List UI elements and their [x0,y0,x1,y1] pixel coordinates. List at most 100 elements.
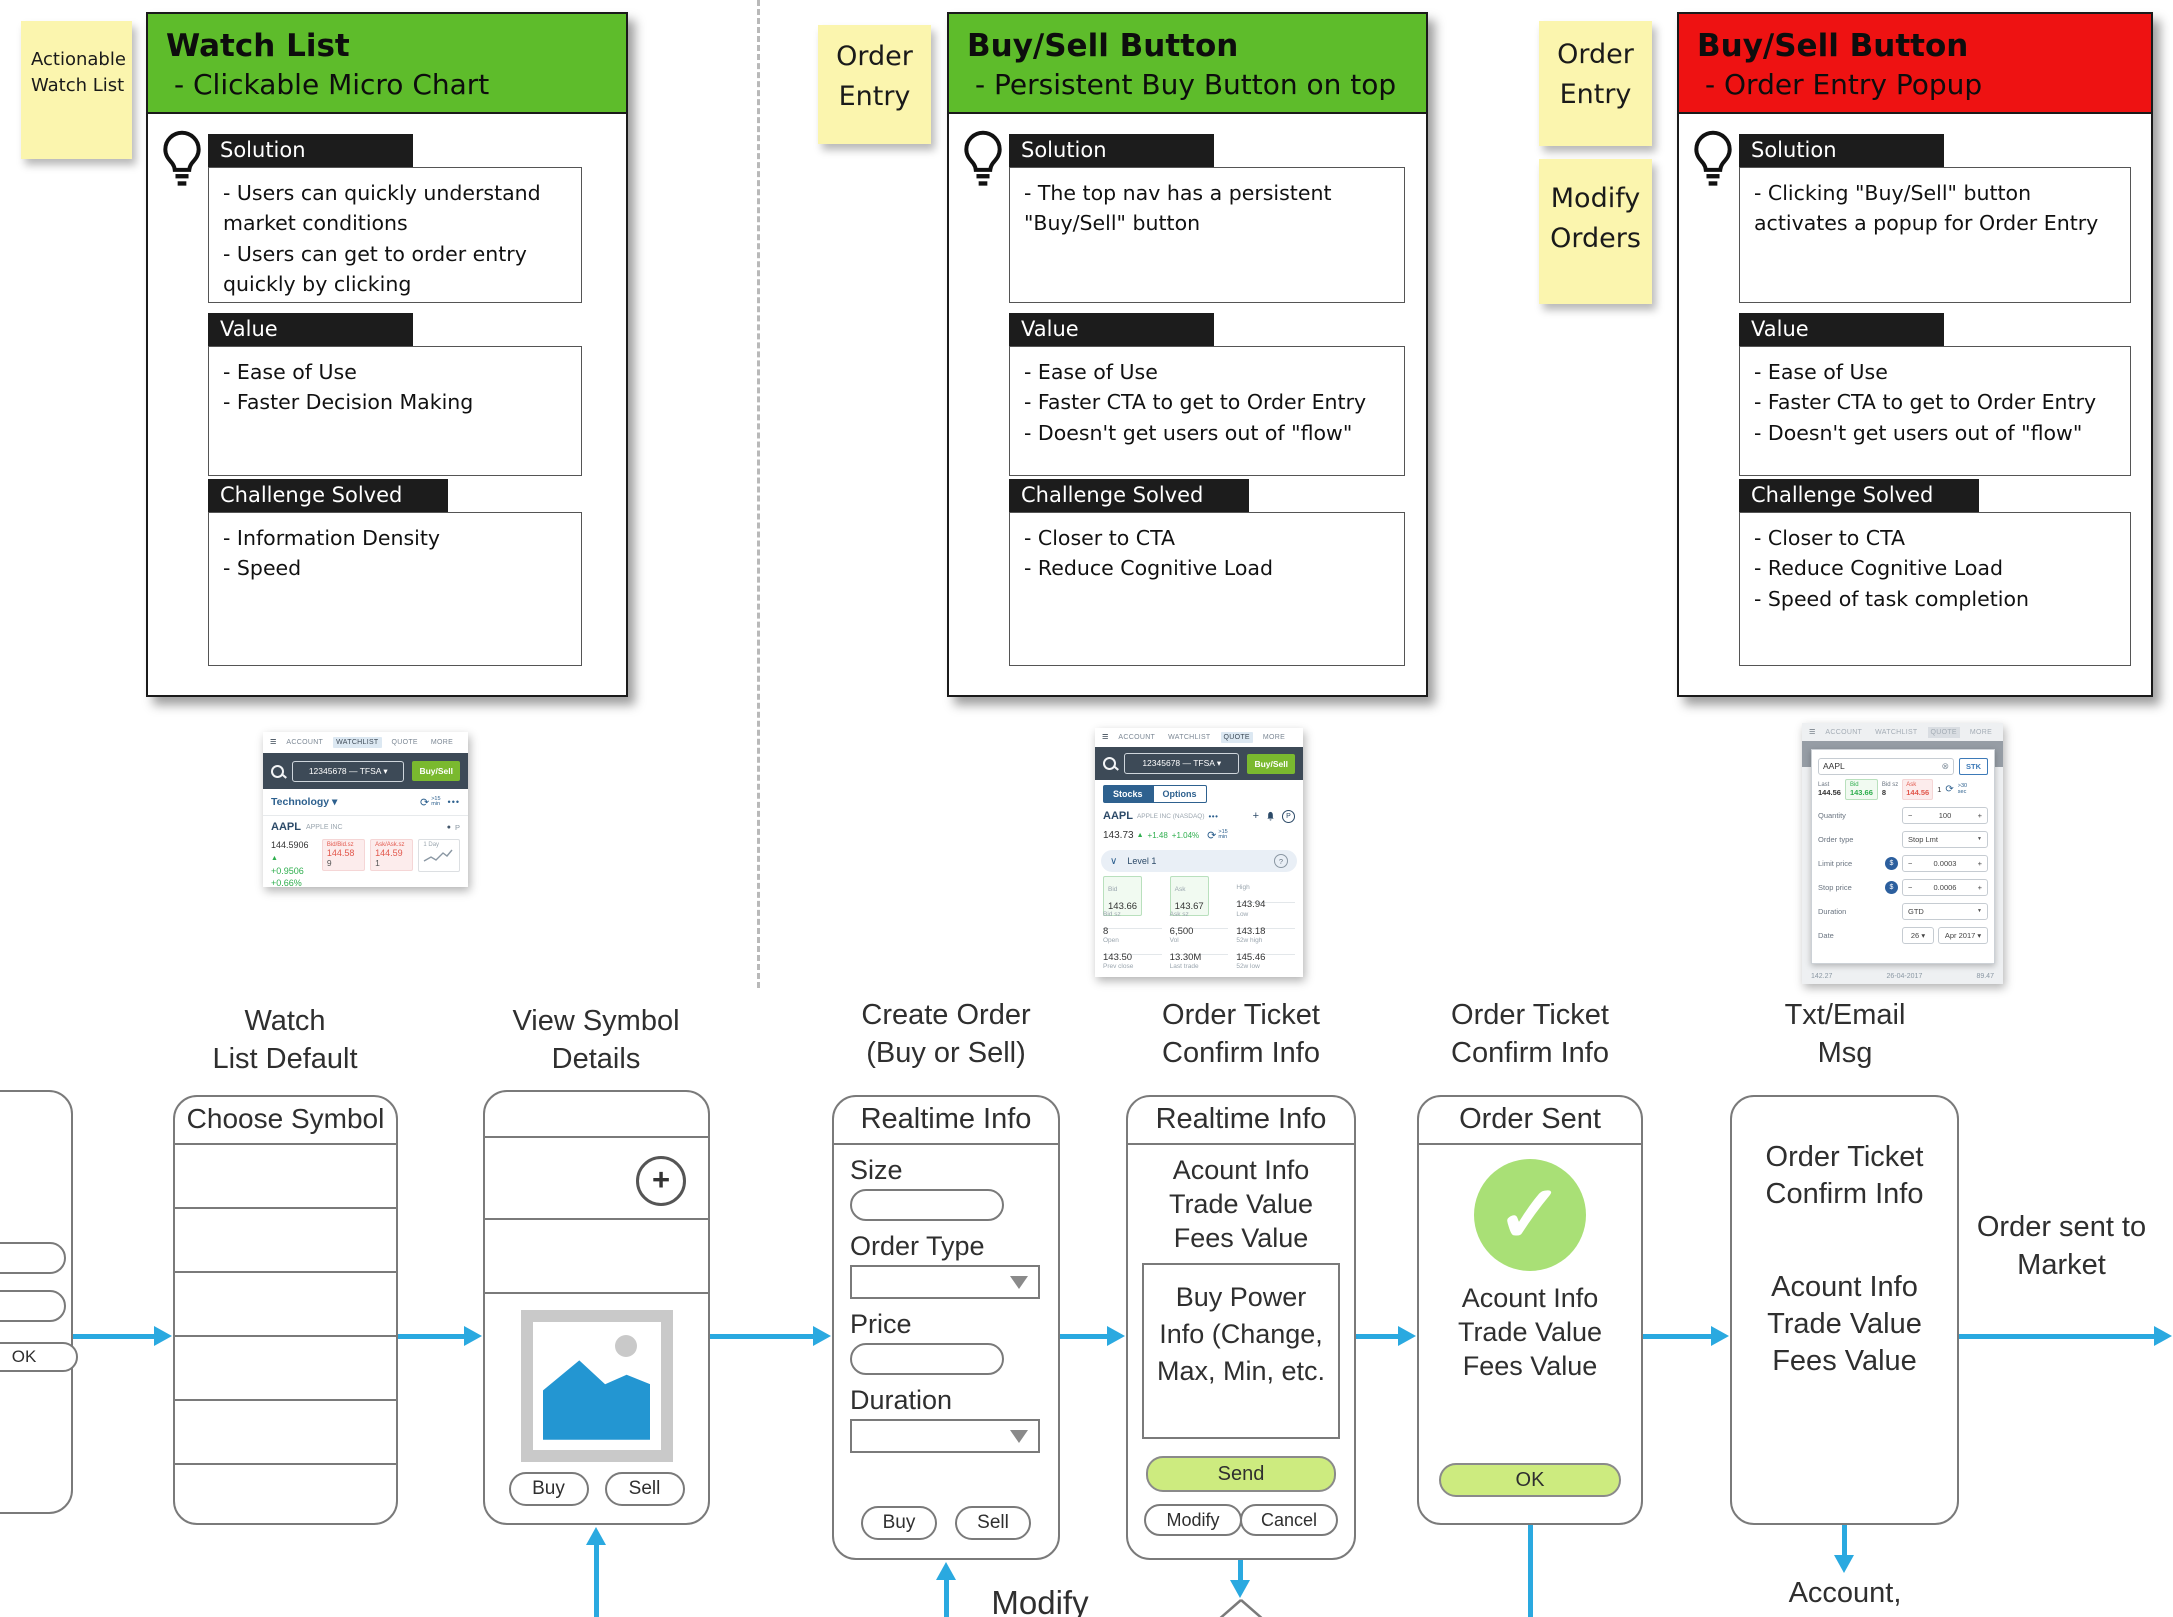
bell-icon[interactable]: ● [446,823,451,831]
sticky-line: Entry [1559,79,1632,110]
order-type-select[interactable] [850,1265,1040,1299]
send-button[interactable]: Send [1146,1456,1336,1492]
nav-more[interactable]: MORE [430,739,454,746]
hamburger-icon[interactable]: ≡ [1102,731,1109,743]
nav-watchlist[interactable]: WATCHLIST [1168,734,1211,741]
limit-price-stepper[interactable]: −0.0003+ [1902,854,1988,872]
p-badge-icon: P [1282,809,1295,823]
watchlist-row[interactable] [175,1273,396,1337]
section-label-value: Value [1009,313,1214,346]
nav-account[interactable]: ACCOUNT [1118,734,1156,741]
size-input[interactable] [850,1189,1004,1221]
nav-watchlist[interactable]: WATCHLIST [333,737,382,748]
sector-filter[interactable]: Technology ▾ [271,796,338,808]
nav-account[interactable]: ACCOUNT [286,739,324,746]
order-sent-header: Order Sent [1419,1097,1641,1145]
pill-input[interactable] [0,1242,66,1274]
buy-button[interactable]: Buy [861,1506,937,1540]
price-input[interactable] [850,1343,1004,1375]
level1-bar[interactable]: ∨ Level 1 ? [1101,850,1297,872]
dollar-icon[interactable]: $ [1885,856,1898,870]
symbol: AAPL [1103,810,1133,822]
refresh-icon[interactable]: ⟳ [1945,784,1954,795]
watchlist-row[interactable] [175,1337,396,1401]
bullet: - Ease of Use [1754,360,1888,384]
nav-quote[interactable]: QUOTE [1220,732,1253,743]
search-icon[interactable] [1103,757,1116,770]
caret-down-icon [1010,1276,1028,1289]
micro-chart[interactable]: 1 Day [418,839,460,872]
account-select[interactable]: 12345678 — TFSA ▾ [1124,753,1240,774]
account-select[interactable]: 12345678 — TFSA ▾ [292,760,405,782]
symbol-input[interactable]: AAPL⊗ [1818,757,1954,775]
quantity-stepper[interactable]: −100+ [1902,806,1988,824]
buy-sell-button[interactable]: Buy/Sell [1247,753,1295,774]
cancel-button[interactable]: Cancel [1240,1504,1338,1536]
search-icon[interactable] [271,764,284,778]
refresh-icon[interactable]: ⟳ [419,796,430,809]
watchlist-row[interactable] [175,1465,396,1525]
section-label-challenge: Challenge Solved [1009,479,1249,512]
refresh-icon[interactable]: ⟳ [1207,829,1217,842]
order-type-select[interactable]: Stop Lmt▼ [1902,830,1988,848]
add-icon[interactable]: + [1252,810,1259,822]
change: +1.48 [1147,830,1168,840]
date-month-select[interactable]: Apr 2017 ▾ [1938,926,1988,944]
stk-button[interactable]: STK [1959,757,1988,775]
sticky-line: Orders [1550,223,1641,254]
add-symbol-button[interactable]: + [636,1156,686,1206]
modify-button[interactable]: Modify [1144,1504,1242,1536]
help-icon[interactable]: ? [1274,854,1288,868]
watchlist-row[interactable] [175,1401,396,1465]
sticky-modify-orders[interactable]: Modify Orders [1539,159,1652,304]
section-label-challenge: Challenge Solved [1739,479,1979,512]
flow-arrow [73,1326,172,1346]
bullet: - Speed of task completion [1754,586,2030,611]
decision-diamond [1219,1599,1263,1617]
chart-image-placeholder [520,1310,673,1462]
section-label-solution: Solution [1739,134,1944,167]
date-day-select[interactable]: 26 ▾ [1902,926,1934,944]
duration-select[interactable] [850,1419,1040,1453]
watchlist-row[interactable] [175,1209,396,1273]
bell-icon[interactable] [1266,811,1275,821]
hamburger-icon[interactable]: ≡ [270,736,277,748]
section-box-solution: - The top nav has a persistent "Buy/Sell… [1009,167,1405,303]
dollar-icon[interactable]: $ [1885,880,1898,894]
duration-select[interactable]: GTD▼ [1902,902,1988,920]
ok-button[interactable]: OK [1439,1463,1621,1497]
card-watch-list[interactable]: Watch List - Clickable Micro Chart Solut… [146,12,628,697]
buy-button[interactable]: Buy [508,1472,589,1506]
sell-button[interactable]: Sell [955,1506,1031,1540]
sticky-order-entry-2[interactable]: Order Entry [1539,21,1652,146]
card-persistent-buy-button[interactable]: Buy/Sell Button - Persistent Buy Button … [947,12,1428,697]
section-box-value: - Ease of Use - Faster CTA to get to Ord… [1739,346,2131,476]
trade-value-line: Trade Value [1767,1308,1922,1340]
bid-box[interactable]: Bid/Bid.sz 144.58 9 [321,839,366,871]
stop-price-stepper[interactable]: −0.0006+ [1902,878,1988,896]
buy-sell-button[interactable]: Buy/Sell [412,761,460,781]
card-order-entry-popup[interactable]: Buy/Sell Button - Order Entry Popup Solu… [1677,12,2153,697]
nav-quote[interactable]: QUOTE [391,739,418,746]
tab-options[interactable]: Options [1152,785,1207,803]
sell-button[interactable]: Sell [604,1472,685,1506]
tab-stocks[interactable]: Stocks [1103,785,1153,803]
sticky-line: Entry [838,81,911,112]
wireframe-left-partial: OK [0,1090,78,1514]
nav-more[interactable]: MORE [1262,734,1286,741]
pill-input[interactable] [0,1290,66,1322]
more-options-icon[interactable]: ••• [447,797,460,807]
symbol[interactable]: AAPL [271,821,301,833]
watchlist-row[interactable] [175,1145,396,1209]
toolbar-row: + [485,1138,708,1220]
clear-icon[interactable]: ⊗ [1941,760,1949,771]
sticky-actionable-watch-list[interactable]: Actionable Watch List [21,21,132,159]
more-options-icon[interactable]: ••• [1208,811,1219,821]
ok-button[interactable]: OK [0,1342,78,1372]
ask-box[interactable]: Ask/Ask.sz 144.59 1 [370,839,414,871]
sticky-order-entry-1[interactable]: Order Entry [818,25,931,144]
